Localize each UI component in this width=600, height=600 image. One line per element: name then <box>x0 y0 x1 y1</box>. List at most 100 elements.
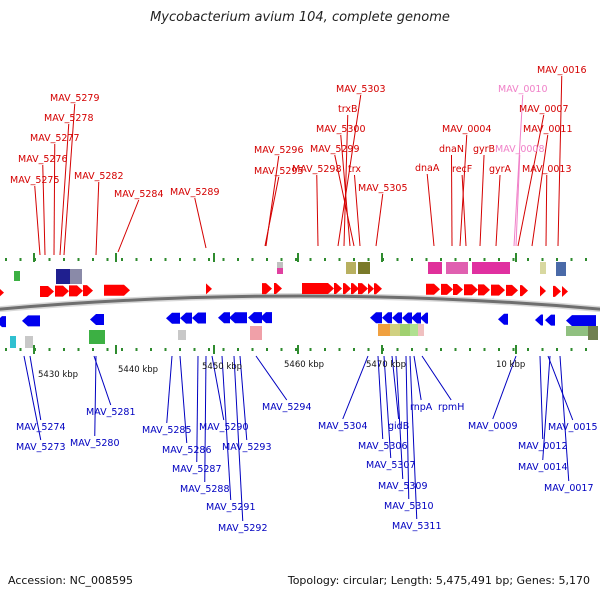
feature-box <box>70 269 82 284</box>
forward-gene-arrow <box>274 283 282 295</box>
forward-gene-label: MAV_0013 <box>522 164 572 175</box>
reverse-gene-arrow <box>218 312 230 324</box>
feature-box <box>390 324 400 336</box>
forward-leader-line <box>63 103 76 256</box>
feature-box <box>346 262 356 274</box>
forward-gene-label: gyrB <box>473 144 495 155</box>
reverse-leader-line <box>166 355 173 424</box>
reverse-leader-line <box>559 355 570 482</box>
forward-gene-arrow <box>478 284 490 296</box>
forward-leader-line <box>375 193 384 247</box>
feature-box <box>178 330 186 340</box>
feature-box <box>10 336 16 348</box>
forward-gene-label: gyrA <box>489 164 512 175</box>
forward-gene-label: MAV_5289 <box>170 187 220 198</box>
feature-box <box>14 271 20 281</box>
reverse-leader-line <box>211 355 225 421</box>
reverse-gene-label: MAV_0009 <box>468 421 518 432</box>
reverse-gene-label: MAV_5309 <box>378 481 428 492</box>
forward-gene-arrow <box>206 283 212 295</box>
reverse-gene-label: MAV_5280 <box>70 438 120 449</box>
reverse-gene-label: MAV_5281 <box>86 407 136 418</box>
forward-leader-line <box>34 185 41 256</box>
reverse-gene-label: MAV_5273 <box>16 442 66 453</box>
forward-gene-label: MAV_5296 <box>254 145 304 156</box>
reverse-gene-label: MAV_5293 <box>222 442 272 453</box>
tick-label-5470: 5470 kbp <box>366 360 406 370</box>
forward-leader-line <box>515 154 521 247</box>
forward-leader-line <box>354 174 361 247</box>
forward-gene-arrow <box>520 285 528 297</box>
reverse-gene-label: rnpA <box>410 402 433 413</box>
reverse-gene-arrow <box>229 312 247 324</box>
tick-label-5450: 5450 kbp <box>202 362 242 372</box>
reverse-gene-label: MAV_0014 <box>518 462 568 473</box>
gene-labels: MAV_5279MAV_5278MAV_5277MAV_5276MAV_5275… <box>10 65 598 534</box>
reverse-leader-line <box>23 355 42 441</box>
reverse-leader-line <box>391 355 400 420</box>
reverse-leader-line <box>409 355 418 520</box>
forward-gene-arrow <box>0 288 4 297</box>
reverse-leader-line <box>29 355 42 421</box>
forward-leader-line <box>513 94 524 247</box>
reverse-leader-line <box>539 355 544 440</box>
forward-leader-line <box>59 123 70 256</box>
forward-gene-label: MAV_5278 <box>44 113 94 124</box>
feature-box <box>540 262 546 274</box>
reverse-gene-label: rpmH <box>438 402 464 413</box>
forward-gene-arrow <box>374 283 382 295</box>
reverse-gene-label: gidB <box>388 421 409 432</box>
map-title: Mycobacterium avium 104, complete genome <box>150 10 450 25</box>
feature-box <box>556 262 566 276</box>
reverse-leader-line <box>179 355 188 444</box>
forward-leader-line <box>334 154 355 247</box>
forward-gene-arrow <box>358 283 368 295</box>
reverse-gene-arrow <box>420 312 428 324</box>
forward-gene-label: MAV_5300 <box>316 124 366 135</box>
forward-gene-label: MAV_0008 <box>495 144 545 155</box>
reverse-gene-label: MAV_5310 <box>384 501 434 512</box>
reverse-leader-line <box>233 355 244 522</box>
reverse-gene-arrow <box>382 312 392 324</box>
forward-gene-arrow <box>83 285 93 297</box>
forward-gene-arrow <box>40 286 54 298</box>
forward-leader-line <box>316 174 319 247</box>
reverse-gene-arrow <box>248 312 262 324</box>
reverse-gene-arrow <box>498 313 508 325</box>
reverse-gene-label: MAV_0012 <box>518 441 568 452</box>
forward-gene-label: dnaA <box>415 163 440 174</box>
forward-leader-line <box>479 154 485 247</box>
feature-box <box>400 324 410 336</box>
forward-gene-label: MAV_5299 <box>310 144 360 155</box>
forward-leader-line <box>337 94 362 247</box>
reverse-gene-arrow <box>180 312 192 324</box>
reverse-gene-arrow <box>392 312 402 324</box>
forward-gene-label: trx <box>348 164 361 175</box>
feature-box <box>428 262 442 274</box>
forward-gene-label: MAV_0007 <box>519 104 569 115</box>
gene-features <box>0 262 598 348</box>
reverse-gene-arrow <box>566 315 596 327</box>
forward-gene-label: MAV_5303 <box>336 84 386 95</box>
reverse-gene-label: MAV_5304 <box>318 421 368 432</box>
reverse-gene-arrow <box>0 316 6 328</box>
forward-leader-line <box>42 164 46 256</box>
forward-gene-arrow <box>453 284 463 296</box>
reverse-gene-arrow <box>90 313 104 325</box>
reverse-leader-line <box>547 355 574 421</box>
forward-leader-line <box>531 134 549 247</box>
forward-gene-label: MAV_0004 <box>442 124 492 135</box>
tick-label-5460: 5460 kbp <box>284 360 324 370</box>
reverse-gene-arrow <box>535 314 543 326</box>
forward-gene-arrow <box>368 283 374 295</box>
forward-gene-label: MAV_0016 <box>537 65 587 76</box>
feature-box <box>378 324 390 336</box>
forward-gene-label: MAV_5275 <box>10 175 60 186</box>
forward-gene-label: recF <box>452 164 472 175</box>
feature-box <box>277 262 283 270</box>
forward-leader-line <box>450 154 453 247</box>
reverse-leader-line <box>395 355 404 480</box>
forward-gene-label: dnaN <box>439 144 464 155</box>
forward-leader-line <box>95 181 100 256</box>
